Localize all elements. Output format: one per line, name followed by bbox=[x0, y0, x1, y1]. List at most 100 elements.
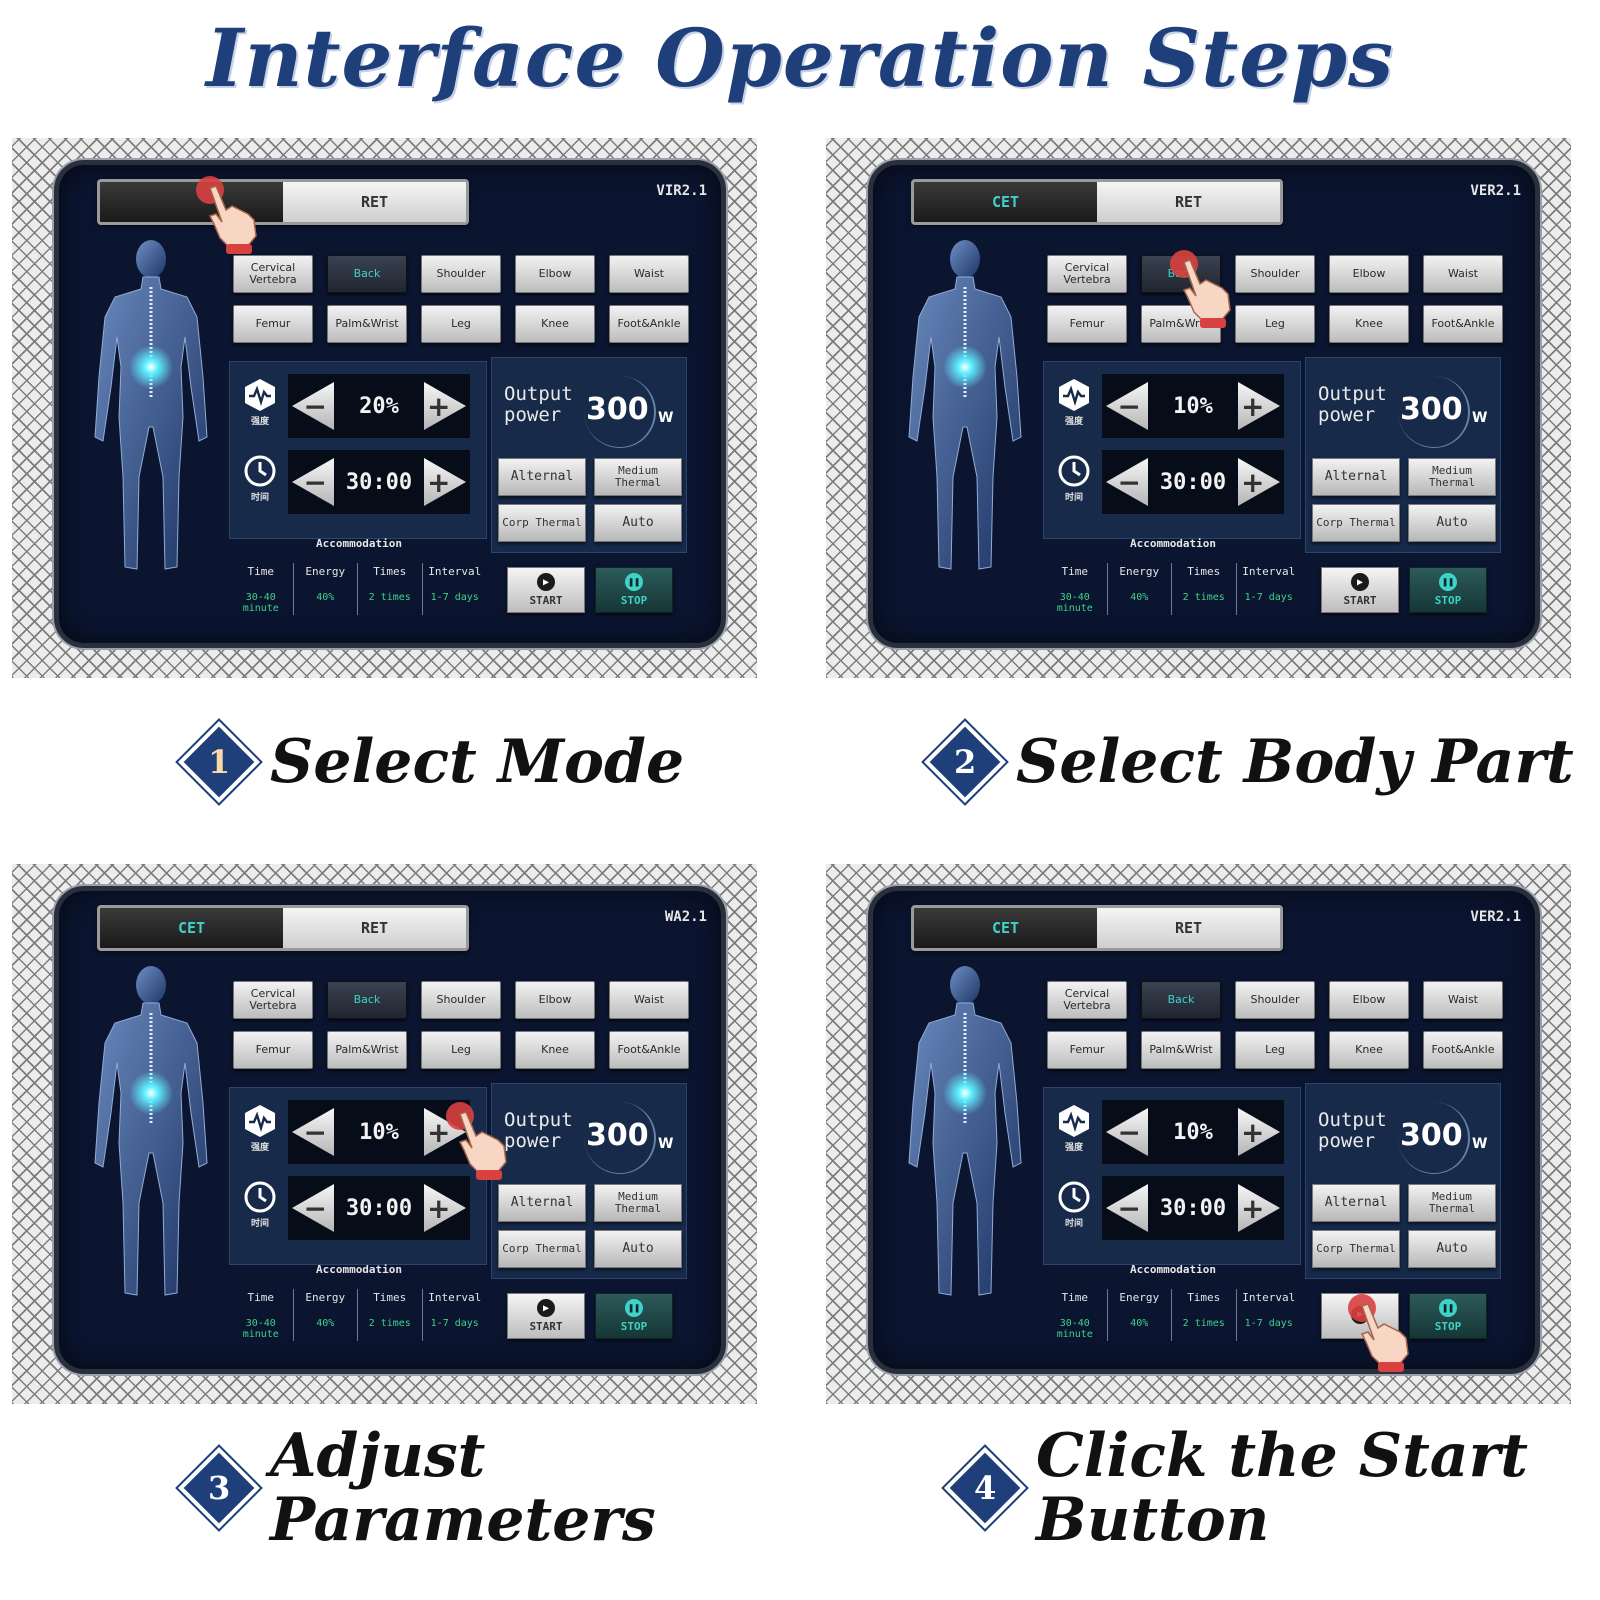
mode-toggle[interactable]: RET bbox=[97, 179, 469, 225]
stop-button[interactable]: ❚❚ STOP bbox=[1409, 567, 1487, 613]
time-stepper[interactable]: − 30:00 + bbox=[288, 450, 470, 514]
time-decrease-button[interactable]: − bbox=[1106, 1184, 1148, 1232]
medium-thermal-button[interactable]: Medium Thermal bbox=[594, 458, 682, 496]
ret-mode-button[interactable]: RET bbox=[1097, 182, 1280, 222]
ret-mode-button[interactable]: RET bbox=[1097, 908, 1280, 948]
intensity-decrease-button[interactable]: − bbox=[292, 382, 334, 430]
body-part-button[interactable]: Knee bbox=[1329, 305, 1409, 343]
intensity-increase-button[interactable]: + bbox=[1238, 382, 1280, 430]
body-part-button[interactable]: Palm&Wrist bbox=[1141, 1031, 1221, 1069]
intensity-stepper[interactable]: − 10% + bbox=[1102, 374, 1284, 438]
body-part-button[interactable]: Shoulder bbox=[1235, 255, 1315, 293]
start-button[interactable]: ▶ bbox=[1321, 1293, 1399, 1339]
stop-button[interactable]: ❚❚ STOP bbox=[1409, 1293, 1487, 1339]
alternate-mode-button[interactable]: Alternal bbox=[1312, 458, 1400, 496]
body-part-button[interactable]: Foot&Ankle bbox=[1423, 305, 1503, 343]
time-increase-button[interactable]: + bbox=[1237, 1184, 1280, 1232]
body-part-button[interactable]: Cervical Vertebra bbox=[1047, 255, 1127, 293]
body-part-button[interactable]: Back bbox=[1141, 981, 1221, 1019]
time-increase-button[interactable]: + bbox=[1237, 458, 1280, 506]
time-decrease-button[interactable]: − bbox=[292, 1184, 334, 1232]
body-part-button[interactable]: Shoulder bbox=[421, 981, 501, 1019]
body-part-button[interactable]: Waist bbox=[609, 981, 689, 1019]
body-part-button[interactable]: Knee bbox=[515, 1031, 595, 1069]
body-part-button[interactable]: Palm&Wrist bbox=[327, 305, 407, 343]
time-decrease-button[interactable]: − bbox=[292, 458, 334, 506]
body-part-button[interactable]: Elbow bbox=[1329, 255, 1409, 293]
body-part-button[interactable]: Elbow bbox=[515, 981, 595, 1019]
body-part-button[interactable]: Foot&Ankle bbox=[609, 305, 689, 343]
medium-thermal-button[interactable]: Medium Thermal bbox=[1408, 1184, 1496, 1222]
ret-mode-button[interactable]: RET bbox=[283, 182, 466, 222]
time-stepper[interactable]: − 30:00 + bbox=[1102, 450, 1284, 514]
body-part-button[interactable]: Palm&Wrist bbox=[327, 1031, 407, 1069]
auto-mode-button[interactable]: Auto bbox=[1408, 1230, 1496, 1268]
body-part-button[interactable]: Waist bbox=[609, 255, 689, 293]
body-part-button[interactable]: Leg bbox=[421, 305, 501, 343]
body-part-button[interactable]: Waist bbox=[1423, 255, 1503, 293]
medium-thermal-button[interactable]: Medium Thermal bbox=[1408, 458, 1496, 496]
body-part-button[interactable]: Femur bbox=[233, 1031, 313, 1069]
body-part-button[interactable]: Foot&Ankle bbox=[1423, 1031, 1503, 1069]
body-part-button[interactable]: Femur bbox=[1047, 305, 1127, 343]
medium-thermal-button[interactable]: Medium Thermal bbox=[594, 1184, 682, 1222]
auto-mode-button[interactable]: Auto bbox=[1408, 504, 1496, 542]
body-part-button[interactable]: Foot&Ankle bbox=[609, 1031, 689, 1069]
stop-button[interactable]: ❚❚ STOP bbox=[595, 567, 673, 613]
time-stepper[interactable]: − 30:00 + bbox=[1102, 1176, 1284, 1240]
alternate-mode-button[interactable]: Alternal bbox=[1312, 1184, 1400, 1222]
body-part-button[interactable]: Leg bbox=[421, 1031, 501, 1069]
body-part-button[interactable]: Elbow bbox=[1329, 981, 1409, 1019]
body-part-button[interactable]: Shoulder bbox=[1235, 981, 1315, 1019]
body-part-button[interactable]: Leg bbox=[1235, 305, 1315, 343]
body-part-button[interactable]: Knee bbox=[515, 305, 595, 343]
start-button[interactable]: ▶ START bbox=[1321, 567, 1399, 613]
cet-mode-button[interactable]: CET bbox=[100, 908, 283, 948]
cet-mode-button[interactable]: CET bbox=[914, 908, 1097, 948]
body-part-button[interactable]: Cervical Vertebra bbox=[233, 255, 313, 293]
body-part-button[interactable]: Waist bbox=[1423, 981, 1503, 1019]
intensity-stepper[interactable]: − 10% + bbox=[288, 1100, 470, 1164]
body-part-button[interactable]: Femur bbox=[1047, 1031, 1127, 1069]
mode-toggle[interactable]: CET RET bbox=[911, 179, 1283, 225]
intensity-increase-button[interactable]: + bbox=[1238, 1108, 1280, 1156]
body-part-button[interactable]: Leg bbox=[1235, 1031, 1315, 1069]
auto-mode-button[interactable]: Auto bbox=[594, 504, 682, 542]
deep-thermal-button[interactable]: Corp Thermal bbox=[1312, 504, 1400, 542]
time-increase-button[interactable]: + bbox=[423, 458, 466, 506]
cet-mode-button[interactable] bbox=[100, 182, 283, 222]
intensity-stepper[interactable]: − 20% + bbox=[288, 374, 470, 438]
body-part-button[interactable]: Cervical Vertebra bbox=[233, 981, 313, 1019]
start-button[interactable]: ▶ START bbox=[507, 567, 585, 613]
deep-thermal-button[interactable]: Corp Thermal bbox=[1312, 1230, 1400, 1268]
auto-mode-button[interactable]: Auto bbox=[594, 1230, 682, 1268]
body-part-button[interactable]: Knee bbox=[1329, 1031, 1409, 1069]
intensity-decrease-button[interactable]: − bbox=[1106, 382, 1148, 430]
intensity-stepper[interactable]: − 10% + bbox=[1102, 1100, 1284, 1164]
body-part-button[interactable]: Elbow bbox=[515, 255, 595, 293]
mode-toggle[interactable]: CET RET bbox=[97, 905, 469, 951]
time-stepper[interactable]: − 30:00 + bbox=[288, 1176, 470, 1240]
deep-thermal-button[interactable]: Corp Thermal bbox=[498, 504, 586, 542]
cet-mode-button[interactable]: CET bbox=[914, 182, 1097, 222]
alternate-mode-button[interactable]: Alternal bbox=[498, 1184, 586, 1222]
time-increase-button[interactable]: + bbox=[423, 1184, 466, 1232]
stop-button[interactable]: ❚❚ STOP bbox=[595, 1293, 673, 1339]
body-part-button[interactable]: Cervical Vertebra bbox=[1047, 981, 1127, 1019]
intensity-decrease-button[interactable]: − bbox=[1106, 1108, 1148, 1156]
mode-toggle[interactable]: CET RET bbox=[911, 905, 1283, 951]
intensity-decrease-button[interactable]: − bbox=[292, 1108, 334, 1156]
body-part-button[interactable]: Back bbox=[327, 255, 407, 293]
intensity-increase-button[interactable]: + bbox=[424, 1108, 466, 1156]
deep-thermal-button[interactable]: Corp Thermal bbox=[498, 1230, 586, 1268]
body-part-button[interactable]: Back bbox=[327, 981, 407, 1019]
alternate-mode-button[interactable]: Alternal bbox=[498, 458, 586, 496]
ret-mode-button[interactable]: RET bbox=[283, 908, 466, 948]
body-part-button[interactable]: Shoulder bbox=[421, 255, 501, 293]
body-part-button[interactable]: Back bbox=[1141, 255, 1221, 293]
body-part-button[interactable]: Palm&Wrist bbox=[1141, 305, 1221, 343]
intensity-increase-button[interactable]: + bbox=[424, 382, 466, 430]
time-decrease-button[interactable]: − bbox=[1106, 458, 1148, 506]
body-part-button[interactable]: Femur bbox=[233, 305, 313, 343]
start-button[interactable]: ▶ START bbox=[507, 1293, 585, 1339]
